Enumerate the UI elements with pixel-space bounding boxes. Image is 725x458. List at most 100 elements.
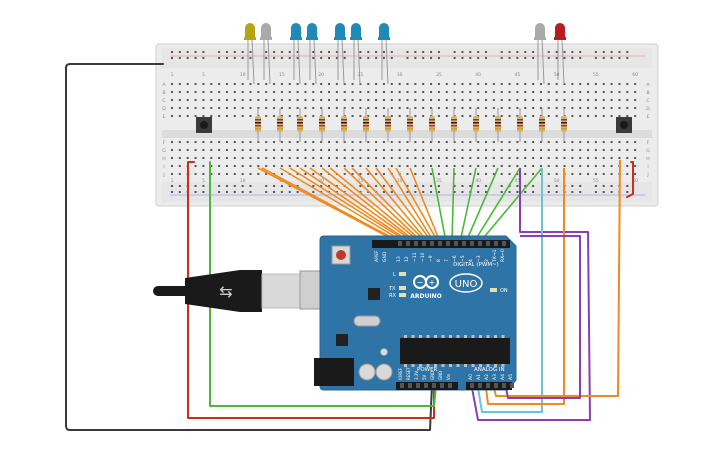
signal-wire[interactable] xyxy=(473,167,521,243)
resistor[interactable] xyxy=(451,108,457,142)
signal-wire[interactable] xyxy=(395,167,439,243)
led[interactable] xyxy=(244,23,256,85)
digital-pin[interactable] xyxy=(398,241,402,246)
hole xyxy=(398,83,401,85)
digital-pin[interactable] xyxy=(430,241,434,246)
signal-wire[interactable] xyxy=(343,167,423,243)
wire-5v-red[interactable] xyxy=(187,161,435,419)
power-pin[interactable] xyxy=(448,383,452,388)
power-pin[interactable] xyxy=(432,383,436,388)
analog-wire[interactable] xyxy=(505,235,581,399)
analog-wire[interactable] xyxy=(471,168,591,421)
digital-pin[interactable] xyxy=(478,241,482,246)
signal-wire[interactable] xyxy=(289,167,409,243)
led[interactable] xyxy=(260,23,272,85)
resistor[interactable] xyxy=(407,108,413,142)
hole xyxy=(445,157,448,159)
hole xyxy=(288,107,291,109)
digital-pin[interactable] xyxy=(454,241,458,246)
led[interactable] xyxy=(350,23,362,85)
signal-wire[interactable] xyxy=(329,167,421,243)
hole xyxy=(328,165,330,167)
signal-wire[interactable] xyxy=(409,167,441,243)
signal-wire[interactable] xyxy=(365,167,429,243)
signal-wire[interactable] xyxy=(321,167,417,243)
led[interactable] xyxy=(334,23,346,85)
digital-pin[interactable] xyxy=(438,241,442,246)
hole xyxy=(524,83,527,85)
resistor[interactable] xyxy=(341,108,347,142)
pushbutton-right[interactable] xyxy=(616,117,632,133)
analog-wire[interactable] xyxy=(477,168,543,413)
power-pin[interactable] xyxy=(440,383,444,388)
resistor[interactable] xyxy=(319,108,325,142)
digital-pin[interactable] xyxy=(422,241,426,246)
digital-pin[interactable] xyxy=(406,241,410,246)
hole xyxy=(626,191,629,193)
resistor[interactable] xyxy=(385,108,391,142)
signal-wire[interactable] xyxy=(257,167,399,243)
digital-pin[interactable] xyxy=(470,241,474,246)
signal-wire[interactable] xyxy=(299,167,411,243)
resistor[interactable] xyxy=(473,108,479,142)
analog-wire[interactable] xyxy=(485,168,565,405)
resistor[interactable] xyxy=(255,108,261,142)
signal-wire[interactable] xyxy=(479,167,543,243)
resistor[interactable] xyxy=(539,108,545,142)
hole xyxy=(422,91,425,93)
wire-rail-red-right[interactable] xyxy=(626,161,634,198)
led[interactable] xyxy=(306,23,318,85)
digital-pin[interactable] xyxy=(414,241,418,246)
hole xyxy=(571,165,574,167)
power-pin[interactable] xyxy=(416,383,420,388)
digital-pin[interactable] xyxy=(502,241,506,246)
analog-pin[interactable] xyxy=(510,383,514,388)
signal-wire[interactable] xyxy=(351,167,427,243)
resistor[interactable] xyxy=(517,108,523,142)
hole xyxy=(218,149,221,151)
digital-pin[interactable] xyxy=(494,241,498,246)
signal-wire[interactable] xyxy=(431,167,447,243)
hole xyxy=(602,157,605,159)
hole xyxy=(563,51,566,53)
resistor[interactable] xyxy=(495,108,501,142)
led[interactable] xyxy=(378,23,390,85)
led[interactable] xyxy=(534,23,546,85)
power-pin[interactable] xyxy=(400,383,404,388)
wire-gnd-black[interactable] xyxy=(65,63,433,431)
power-pin[interactable] xyxy=(408,383,412,388)
reset-button-cap[interactable] xyxy=(336,250,346,260)
signal-wire[interactable] xyxy=(451,167,455,243)
digital-pin[interactable] xyxy=(446,241,450,246)
signal-wire[interactable] xyxy=(465,167,499,243)
resistor[interactable] xyxy=(561,108,567,142)
resistor[interactable] xyxy=(363,108,369,142)
resistor[interactable] xyxy=(297,108,303,142)
led[interactable] xyxy=(554,23,566,85)
signal-wire[interactable] xyxy=(387,167,435,243)
analog-pin[interactable] xyxy=(478,383,482,388)
analog-pin[interactable] xyxy=(494,383,498,388)
signal-wire[interactable] xyxy=(309,167,415,243)
digital-pin[interactable] xyxy=(486,241,490,246)
pushbutton-left[interactable] xyxy=(196,117,212,133)
digital-pin[interactable] xyxy=(462,241,466,246)
resistor[interactable] xyxy=(429,108,435,142)
hole xyxy=(539,107,542,109)
analog-wire[interactable] xyxy=(493,159,621,397)
analog-pin[interactable] xyxy=(502,383,506,388)
signal-wire[interactable] xyxy=(261,167,401,243)
signal-wire[interactable] xyxy=(375,167,433,243)
power-pin[interactable] xyxy=(424,383,428,388)
led[interactable] xyxy=(290,23,302,85)
signal-wire[interactable] xyxy=(459,167,477,243)
analog-pin[interactable] xyxy=(486,383,490,388)
analog-pin[interactable] xyxy=(470,383,474,388)
hole xyxy=(610,57,613,59)
hole xyxy=(249,107,252,109)
signal-wire[interactable] xyxy=(279,167,405,243)
hole xyxy=(359,173,362,175)
resistor[interactable] xyxy=(277,108,283,142)
